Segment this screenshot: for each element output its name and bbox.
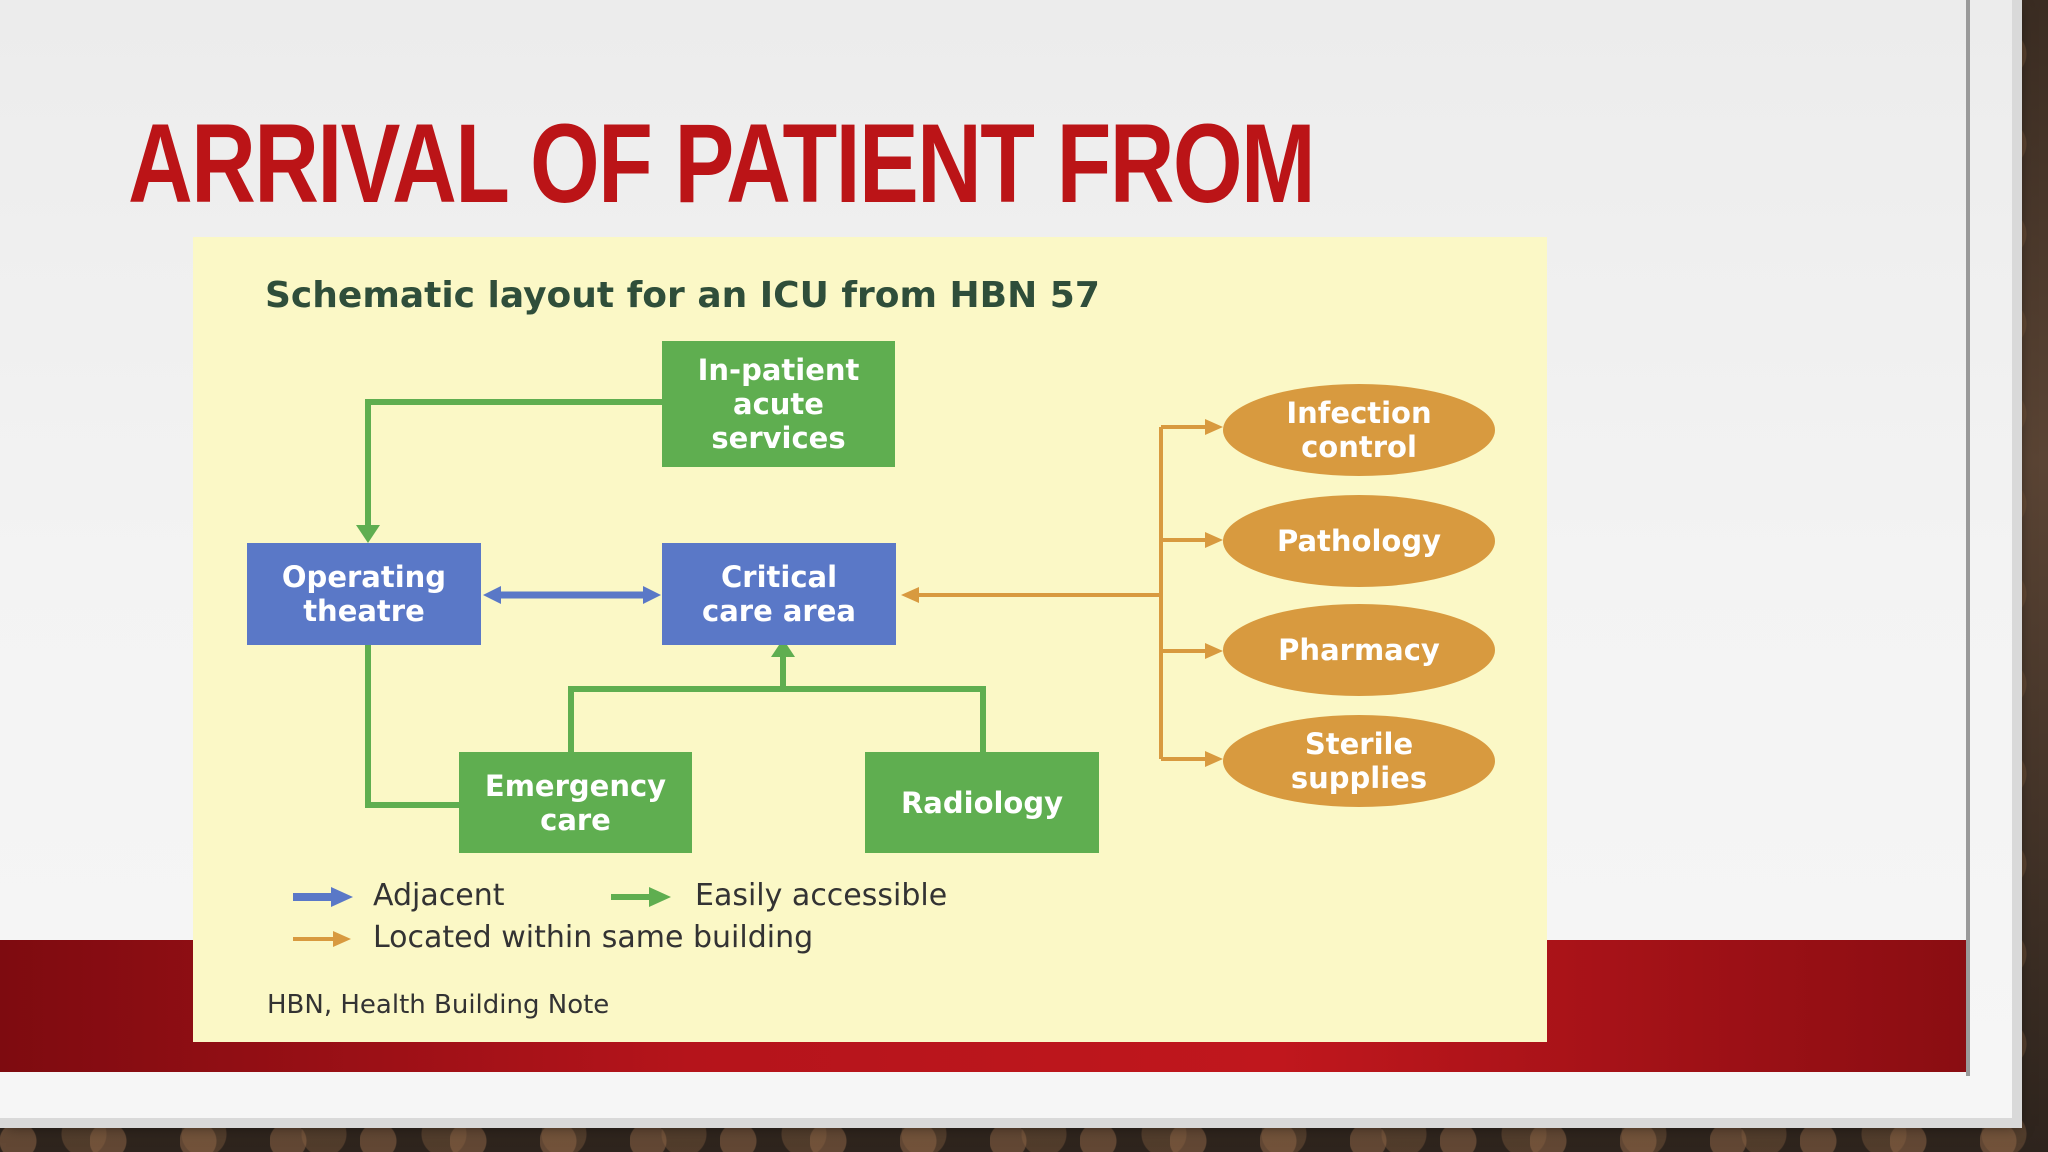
- legend-easily-accessible-label: Easily accessible: [695, 878, 948, 913]
- legend-accessible-arrow: [611, 887, 671, 907]
- connector-lines: [293, 399, 1223, 947]
- legend-same-building-arrow: [293, 931, 351, 947]
- line-inpatient-to-operating: [365, 399, 663, 527]
- node-emergency-care: Emergency care: [459, 752, 692, 853]
- slide: ARRIVAL OF PATIENT FROM: [0, 0, 2012, 1118]
- figure-title: Schematic layout for an ICU from HBN 57: [265, 275, 1100, 316]
- node-pharmacy: Pharmacy: [1223, 604, 1495, 696]
- legend-same-building-label: Located within same building: [373, 920, 814, 955]
- frame-line: [1966, 0, 1970, 1076]
- legend-adjacent-label: Adjacent: [373, 878, 505, 913]
- node-operating-theatre: Operating theatre: [247, 543, 481, 645]
- slide-title: ARRIVAL OF PATIENT FROM: [128, 101, 1316, 226]
- node-inpatient-acute-services: In-patient acute services: [662, 341, 895, 467]
- node-radiology: Radiology: [865, 752, 1099, 853]
- legend-adjacent-arrow: [293, 887, 353, 907]
- node-critical-care-area: Critical care area: [662, 543, 896, 645]
- node-pathology: Pathology: [1223, 495, 1495, 587]
- icu-schematic-figure: Schematic layout for an ICU from HBN 57 …: [193, 237, 1547, 1042]
- line-operating-to-emergency: [365, 645, 463, 808]
- node-sterile-supplies: Sterile supplies: [1223, 715, 1495, 807]
- figure-footnote: HBN, Health Building Note: [267, 990, 610, 1020]
- node-infection-control: Infection control: [1223, 384, 1495, 476]
- line-emergency-radiology-to-critical: [568, 686, 986, 752]
